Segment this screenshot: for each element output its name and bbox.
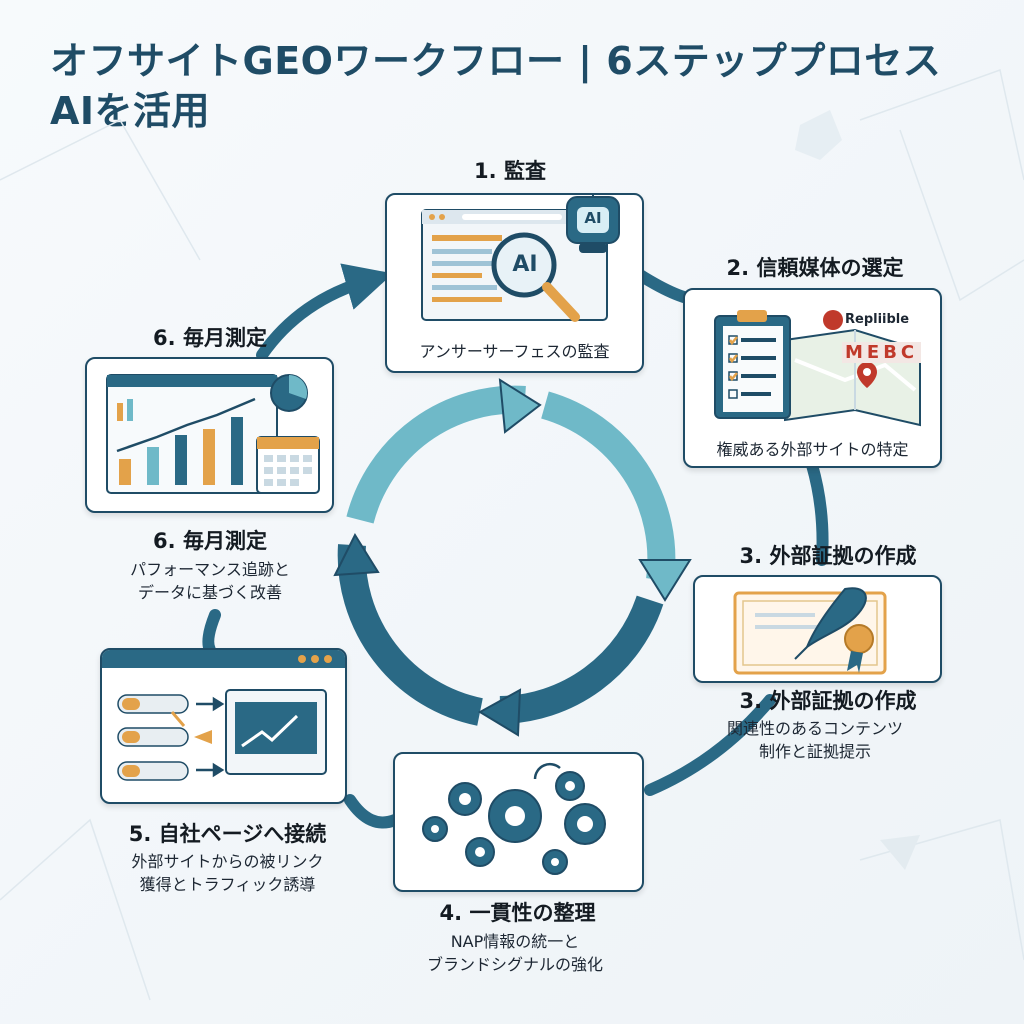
step-3-label: 3. 外部証拠の作成 <box>739 544 917 568</box>
step-5-description: 外部サイトからの被リンク 獲得とトラフィック誘導 <box>95 850 360 896</box>
center-arrowhead-2 <box>638 559 692 602</box>
step-2-caption: 権威ある外部サイトの特定 <box>716 440 909 459</box>
step-6-desc-line-1: パフォーマンス追跡と <box>130 560 290 579</box>
audit-illustration <box>421 195 620 322</box>
arc-4-to-5 <box>344 794 401 829</box>
step-1-caption: アンサーサーフェスの監査 <box>419 342 610 361</box>
arc-5-to-6 <box>202 609 221 656</box>
center-arrow-bottom-left <box>337 544 484 726</box>
step-3-desc-line-2: 制作と証拠提示 <box>758 742 871 761</box>
step-4-label: 4. 一貫性の整理 <box>439 901 596 925</box>
step-3-card <box>693 575 942 683</box>
center-arrowhead-1 <box>498 378 542 434</box>
center-arrow-top-right <box>540 391 676 582</box>
arc-2-to-3 <box>806 459 829 566</box>
step-3-description: 関連性のあるコンテンツ 制作と証拠提示 <box>690 717 940 763</box>
step-6-card <box>85 357 334 513</box>
step-6-label: 6. 毎月測定 <box>153 326 267 350</box>
step-4-card <box>393 752 644 892</box>
certificate-illustration <box>733 587 887 675</box>
title-line-1: オフサイトGEOワークフロー | 6ステッププロセス <box>50 39 942 83</box>
step-5-desc-line-2: 獲得とトラフィック誘導 <box>139 875 316 894</box>
title-line-2: AIを活用 <box>50 89 211 133</box>
center-arrowhead-3 <box>478 688 522 737</box>
step-5-label: 5. 自社ページへ接続 <box>128 822 327 846</box>
step-6-desc-line-2: データに基づく改善 <box>137 583 282 602</box>
step-4-description: NAP情報の統一と ブランドシグナルの強化 <box>390 930 640 976</box>
link-illustration <box>102 650 345 781</box>
gears-illustration <box>422 763 606 875</box>
center-arrow-top-left <box>346 385 526 524</box>
center-arrow-bottom-right <box>499 595 664 724</box>
logo-mebc: MEBC <box>842 342 922 363</box>
step-2-card: Repliible MEBC 権威ある外部サイトの特定 <box>683 288 942 468</box>
step-6-label-secondary: 6. 毎月測定 <box>153 529 267 553</box>
step-5-desc-line-1: 外部サイトからの被リンク <box>131 852 324 871</box>
step-1-label: 1. 監査 <box>474 159 546 183</box>
arc-3-to-4 <box>644 694 776 796</box>
step-2-label: 2. 信頼媒体の選定 <box>726 256 904 280</box>
center-arrowhead-4 <box>333 532 380 577</box>
step-3-desc-line-1: 関連性のあるコンテンツ <box>726 719 903 738</box>
step-6-description: パフォーマンス追跡と データに基づく改善 <box>85 558 335 604</box>
logo-repliible: Repliible <box>845 312 910 327</box>
measurement-illustration <box>106 374 320 494</box>
step-3-label-secondary: 3. 外部証拠の作成 <box>739 689 917 713</box>
arc-6-to-1 <box>256 263 394 361</box>
step-4-desc-line-1: NAP情報の統一と <box>450 932 580 951</box>
page-title: オフサイトGEOワークフロー | 6ステッププロセス AIを活用 <box>50 36 941 136</box>
step-5-card <box>100 648 347 804</box>
ai-magnifier-text: AI <box>512 252 538 277</box>
step-4-desc-line-2: ブランドシグナルの強化 <box>426 955 603 974</box>
step-1-card: AI AI アンサーサーフェスの監査 <box>385 193 644 373</box>
ai-robot-text: AI <box>584 209 602 227</box>
